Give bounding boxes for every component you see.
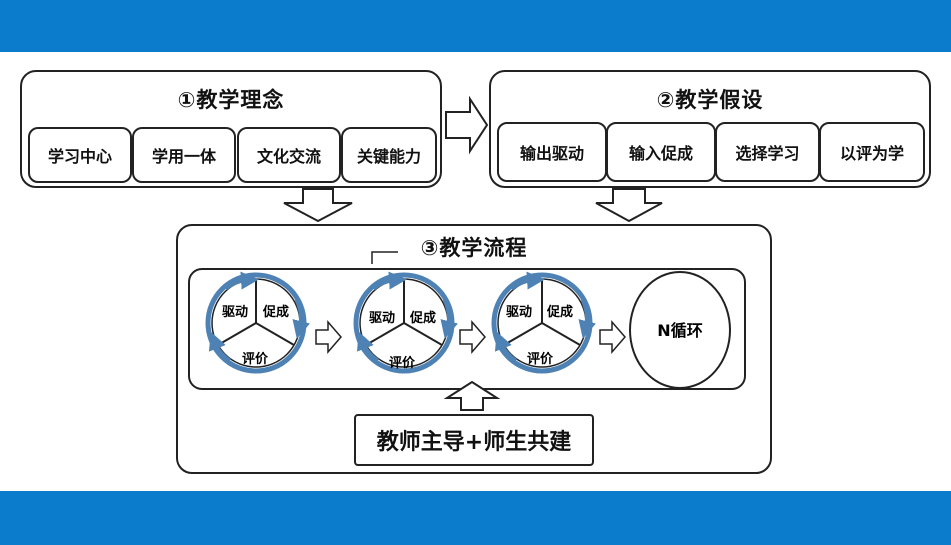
cycle-2-drive-label: 驱动 bbox=[369, 311, 395, 326]
arrow-right-icon bbox=[315, 319, 342, 355]
teaching-concept-panel: ①教学理念 学习中心 学用一体 文化交流 关键能力 bbox=[20, 70, 442, 188]
cycle-1-assess-label: 评价 bbox=[242, 352, 269, 367]
cycle-1 bbox=[205, 271, 310, 374]
cycle-3-assess-label: 评价 bbox=[527, 352, 554, 367]
teaching-concept-title: ①教学理念 bbox=[177, 88, 285, 112]
n-cycle-circle bbox=[629, 271, 731, 389]
teaching-hypothesis-title: ②教学假设 bbox=[656, 88, 764, 112]
concept-item-1: 学习中心 bbox=[28, 127, 132, 183]
teaching-process-title: ③教学流程 bbox=[420, 236, 528, 260]
arrow-down-icon bbox=[283, 188, 353, 223]
cycle-2-assess-label: 评价 bbox=[389, 356, 416, 371]
cycle-3 bbox=[491, 271, 596, 374]
cycle-3-enable-label: 促成 bbox=[546, 304, 573, 320]
concept-item-2: 学用一体 bbox=[132, 127, 236, 183]
arrow-right-icon bbox=[445, 95, 489, 155]
hypothesis-item-1: 输出驱动 bbox=[497, 122, 607, 182]
cycle-3-drive-label: 驱动 bbox=[506, 305, 532, 320]
arrow-down-icon bbox=[595, 188, 663, 223]
concept-item-4: 关键能力 bbox=[341, 127, 437, 183]
teacher-led-box: 教师主导+师生共建 bbox=[354, 414, 594, 466]
title-bracket bbox=[371, 251, 398, 264]
bottom-band bbox=[0, 491, 951, 545]
hypothesis-item-2: 输入促成 bbox=[606, 122, 716, 182]
n-cycle-label: N循环 bbox=[657, 321, 702, 340]
cycle-1-drive-label: 驱动 bbox=[222, 305, 248, 320]
teaching-hypothesis-panel: ②教学假设 输出驱动 输入促成 选择学习 以评为学 bbox=[489, 70, 931, 188]
arrow-right-icon bbox=[459, 319, 486, 355]
top-band bbox=[0, 0, 951, 52]
concept-item-3: 文化交流 bbox=[237, 127, 341, 183]
arrow-up-icon bbox=[443, 380, 501, 411]
cycle-2 bbox=[353, 271, 458, 374]
hypothesis-item-4: 以评为学 bbox=[819, 122, 925, 182]
cycle-2-enable-label: 促成 bbox=[409, 310, 436, 326]
arrow-right-icon bbox=[599, 319, 626, 355]
cycle-1-enable-label: 促成 bbox=[262, 304, 289, 320]
